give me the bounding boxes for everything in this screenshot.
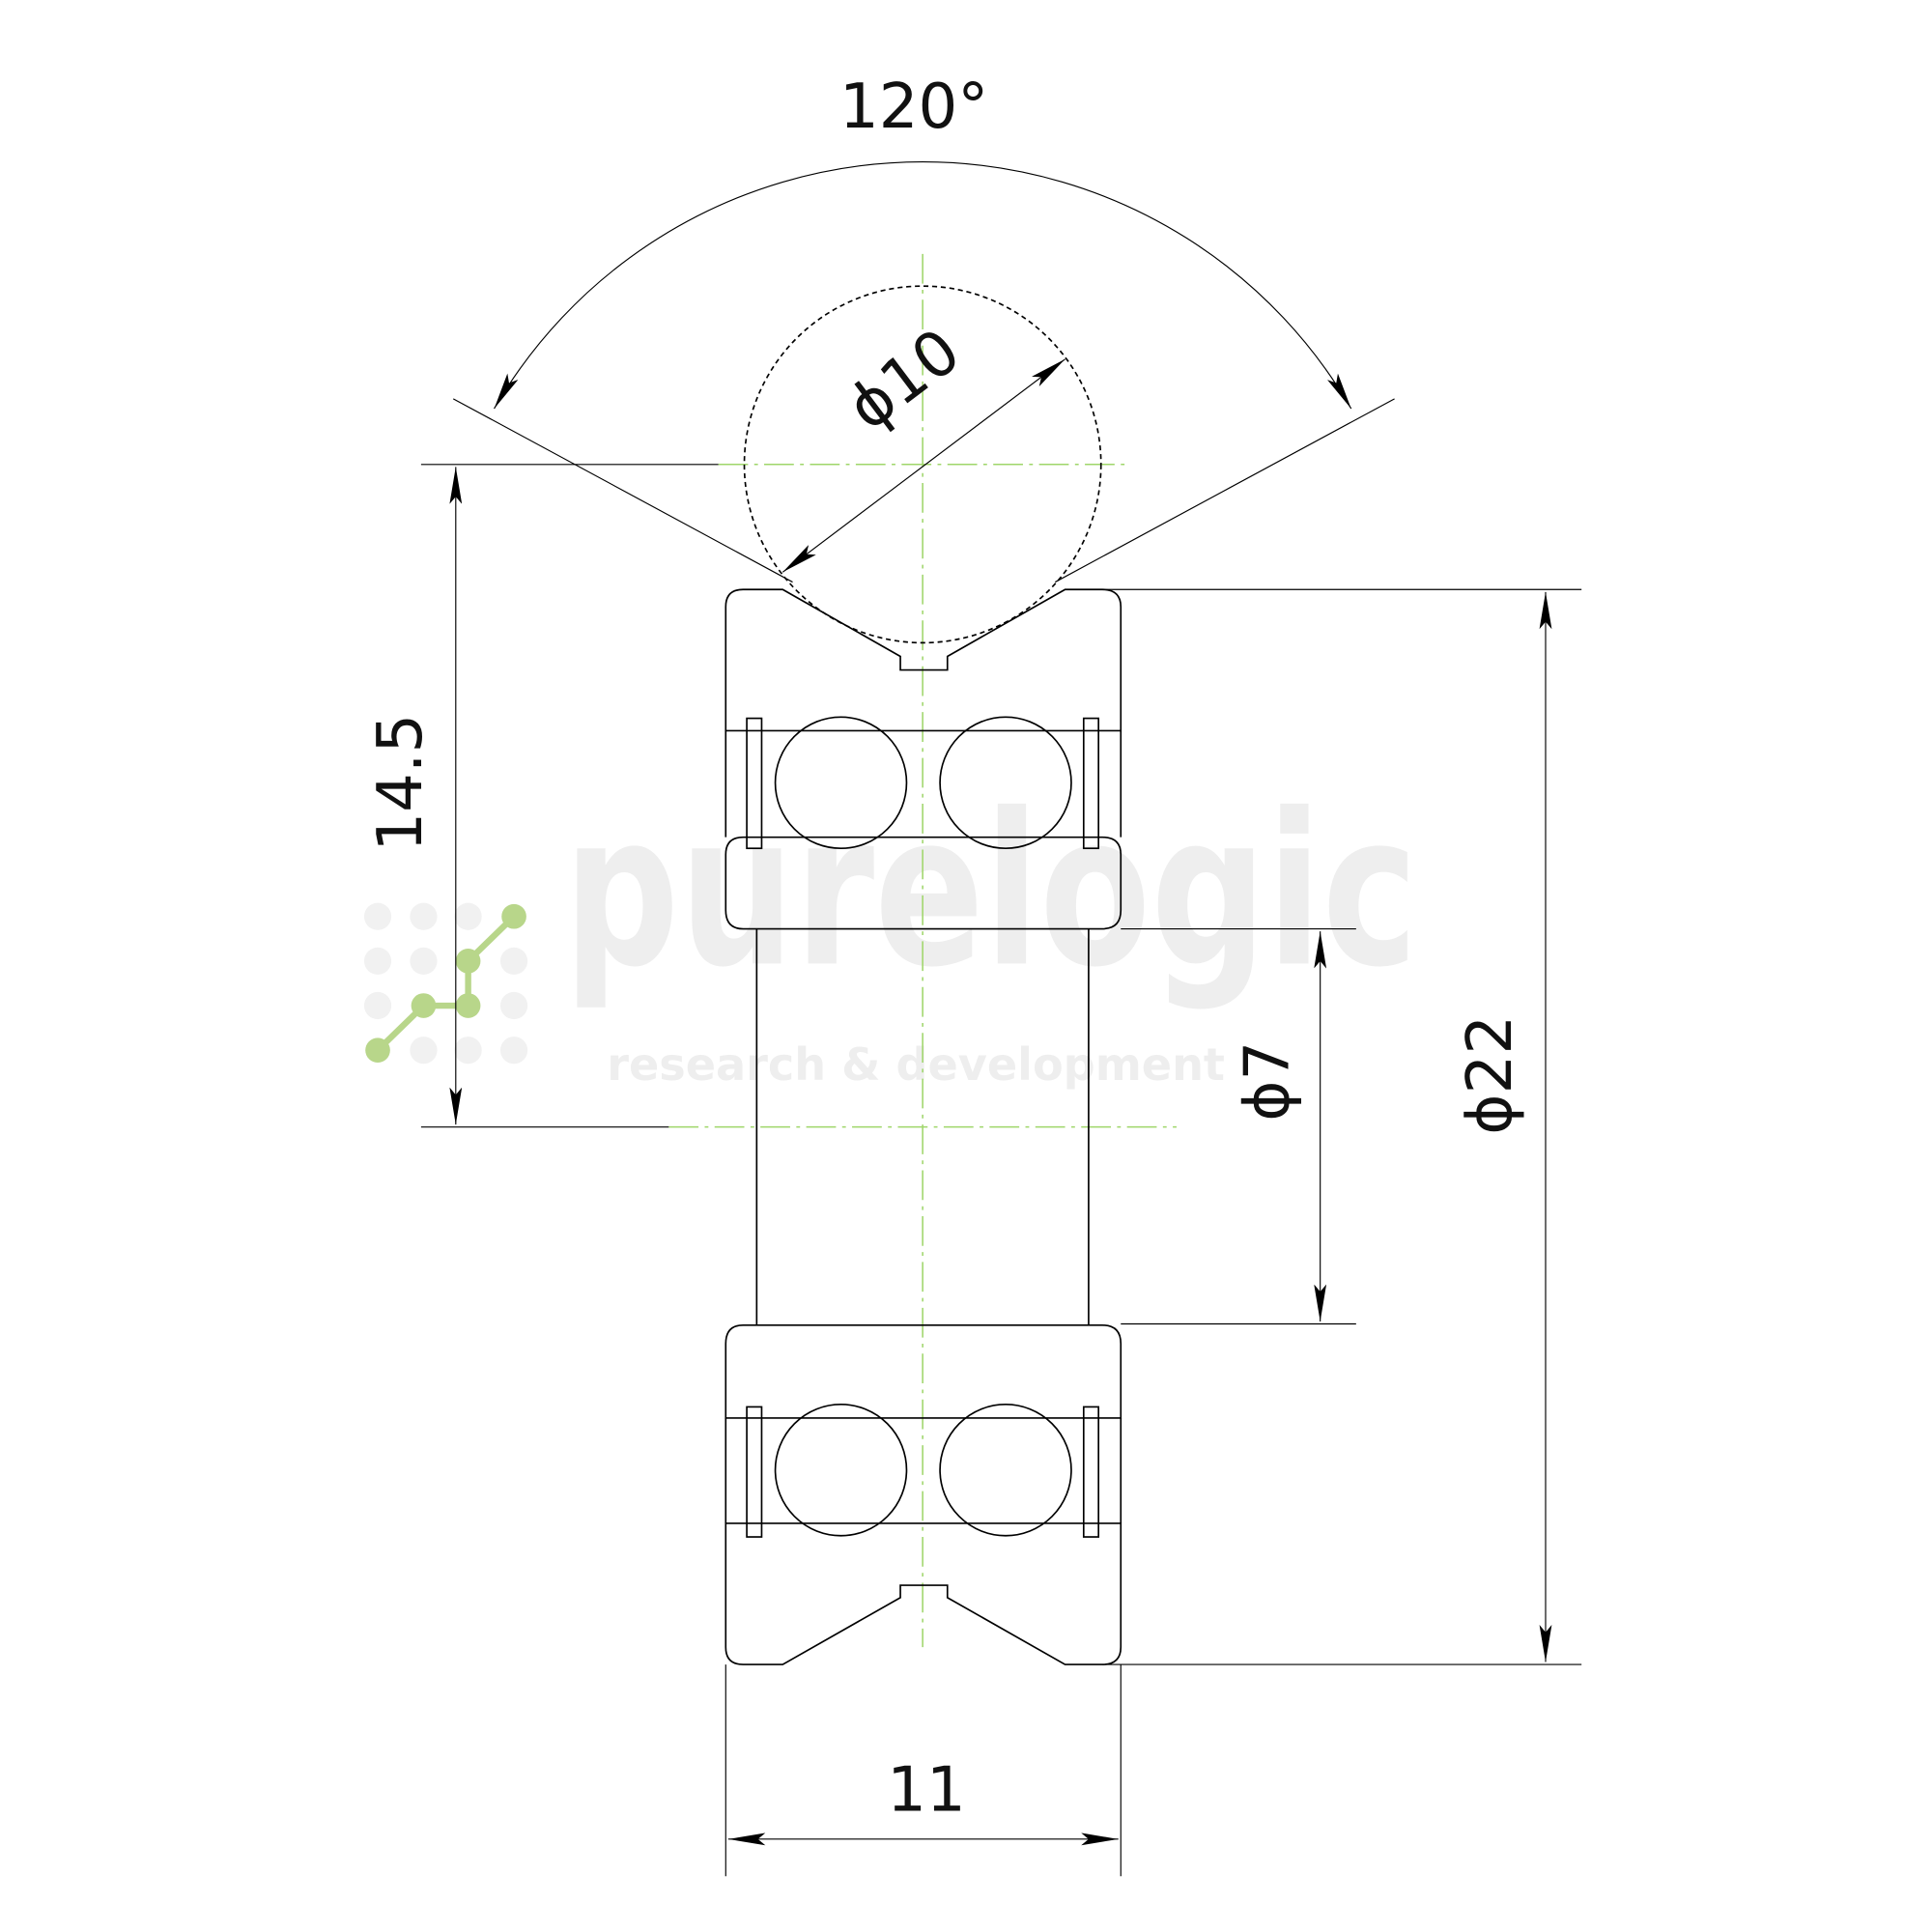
- outer-ring-bottom: [724, 1522, 1122, 1665]
- ball: [774, 716, 908, 850]
- groove-diameter-dimension: ϕ10: [781, 316, 1065, 573]
- watermark-brand: purelogic: [563, 769, 1418, 1013]
- watermark: purelogic research & development: [363, 769, 1418, 1091]
- watermark-tagline: research & development: [607, 1038, 1225, 1091]
- outer-diameter-dimension: ϕ22: [1102, 588, 1582, 1665]
- outer-ring-top: [724, 588, 1122, 732]
- ball: [939, 1404, 1072, 1537]
- logo-dots: [363, 902, 528, 1065]
- ball: [774, 1404, 908, 1537]
- inner-ring-top: [724, 836, 1122, 930]
- bearing-top-section: [724, 588, 1122, 930]
- width-label: 11: [887, 1754, 966, 1826]
- shield-left-top: [746, 717, 763, 850]
- bore-diameter-label: ϕ7: [1232, 1041, 1303, 1122]
- width-dimension: 11: [724, 1664, 1122, 1877]
- groove-ball-outline: [743, 285, 1102, 644]
- ball: [939, 716, 1072, 850]
- shield-left-bottom: [746, 1406, 763, 1538]
- center-height-dimension: 14.5: [365, 464, 719, 1128]
- angle-label: 120°: [839, 71, 988, 143]
- groove-diameter-label: ϕ10: [835, 316, 973, 445]
- bore: [755, 928, 1090, 1325]
- inner-ring-bottom: [724, 1323, 1122, 1419]
- bore-diameter-dimension: ϕ7: [1121, 927, 1356, 1325]
- angle-dimension: 120°: [452, 71, 1395, 583]
- bearing-bottom-section: [724, 1323, 1122, 1665]
- center-height-label: 14.5: [365, 714, 437, 852]
- shield-right-top: [1082, 717, 1100, 850]
- shield-right-bottom: [1082, 1406, 1100, 1538]
- outer-diameter-label: ϕ22: [1455, 1015, 1526, 1135]
- logo-green-graph: [365, 903, 526, 1063]
